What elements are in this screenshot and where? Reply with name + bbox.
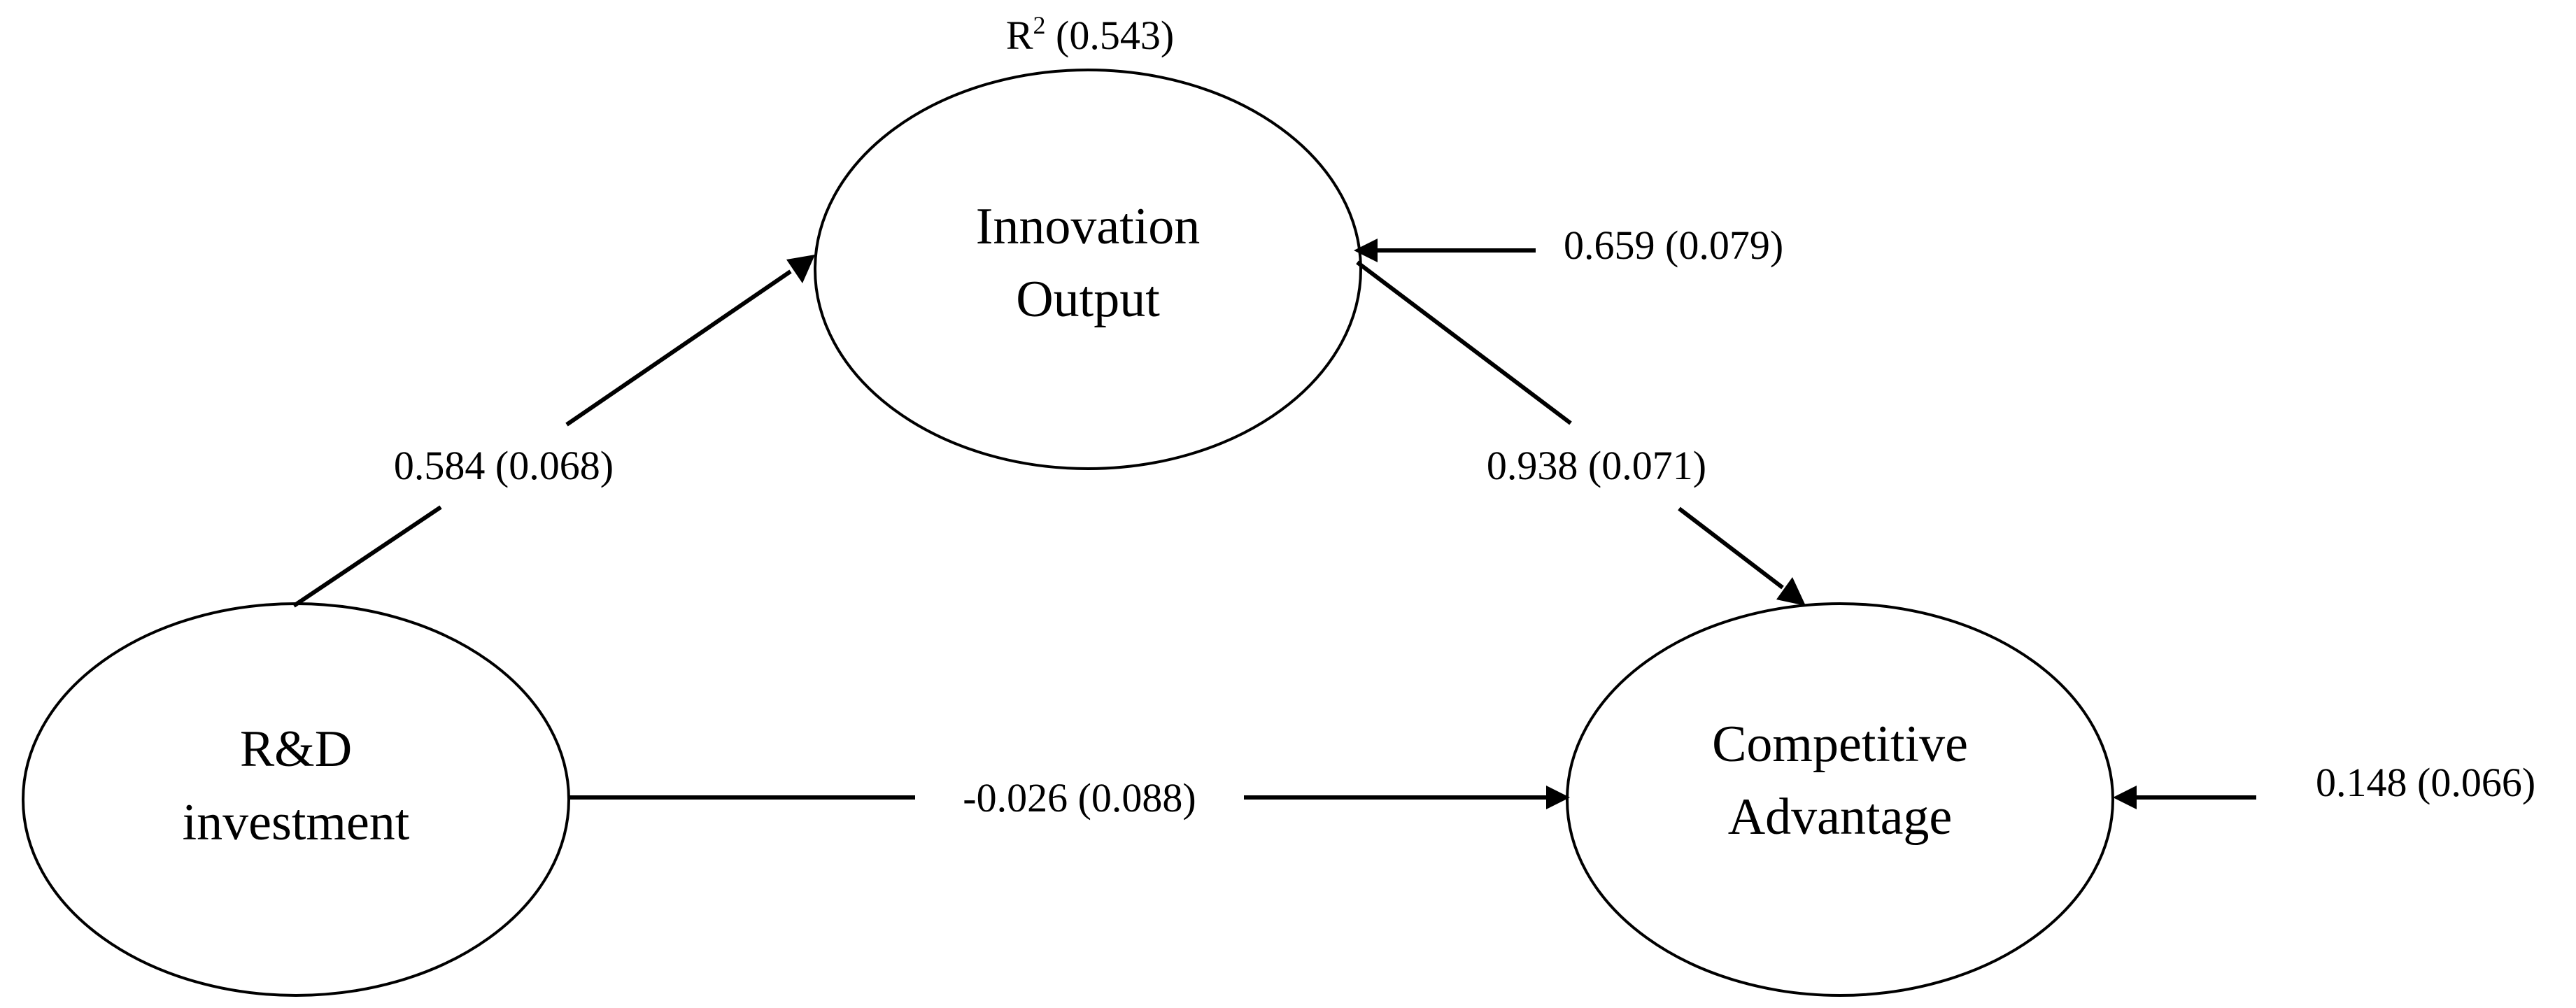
rd-to-innovation-coefficient: 0.584 (0.068) xyxy=(394,443,614,488)
innovation-to-competitive-line-upper xyxy=(1356,260,1572,425)
rd-to-competitive-coefficient: -0.026 (0.088) xyxy=(963,775,1196,821)
innovation-output-label-line1: Innovation xyxy=(976,198,1201,255)
competitive-residual-arrowhead xyxy=(2113,786,2137,809)
innovation-to-competitive-line-lower xyxy=(1678,506,1784,590)
innovation-output-label-line2: Output xyxy=(1016,271,1160,328)
innovation-residual-value: 0.659 (0.079) xyxy=(1564,222,1783,268)
innovation-to-competitive-arrowhead xyxy=(1776,577,1806,606)
rd-to-innovation-line-upper xyxy=(565,269,792,427)
rd-investment-label-line2: investment xyxy=(183,794,410,851)
competitive-advantage-label-line1: Competitive xyxy=(1712,716,1968,773)
rd-to-competitive-arrowhead xyxy=(1546,786,1570,809)
rd-to-innovation-arrowhead xyxy=(786,255,815,283)
innovation-to-competitive-coefficient: 0.938 (0.071) xyxy=(1487,443,1706,488)
competitive-residual-value: 0.148 (0.066) xyxy=(2316,760,2535,805)
innovation-output-node xyxy=(814,69,1362,470)
innovation-residual-arrowhead xyxy=(1354,239,1378,262)
r-squared-label: R2 (0.543) xyxy=(1006,11,1174,58)
rd-investment-label-line1: R&D xyxy=(240,720,352,778)
competitive-advantage-label-line2: Advantage xyxy=(1728,788,1953,846)
competitive-advantage-node xyxy=(1566,602,2114,997)
rd-to-innovation-line-lower xyxy=(292,505,442,608)
